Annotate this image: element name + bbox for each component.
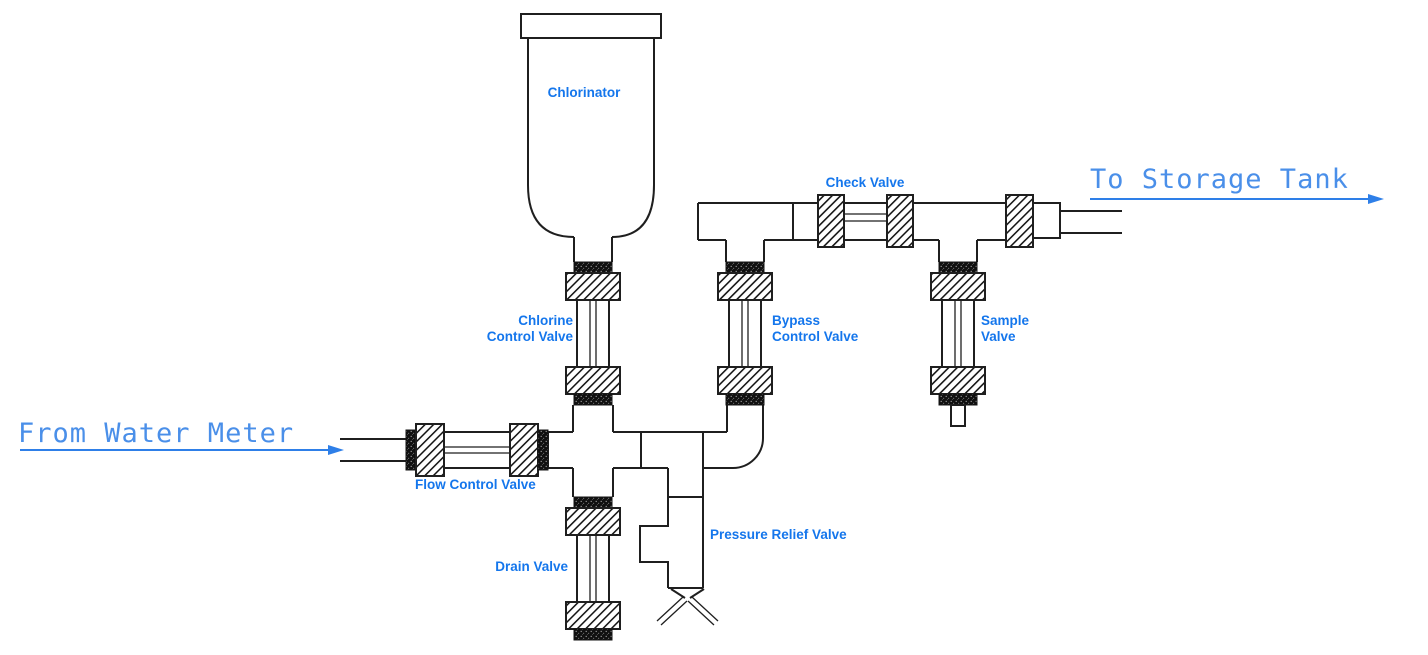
inlet-flow-arrow: [20, 445, 344, 455]
relief-spray-lines: [656, 596, 719, 626]
bottom-pipe-run: [641, 405, 764, 498]
flow-control-valve-symbol: [405, 423, 549, 477]
drain-valve-symbol: [565, 496, 621, 641]
label-drain-valve: Drain Valve: [495, 559, 568, 574]
annotation-to-storage-tank: To Storage Tank: [1090, 164, 1349, 195]
bypass-tee-branch: [725, 240, 765, 262]
inlet-pipe: [340, 438, 406, 462]
label-chlorine-control-valve: Chlorine Control Valve: [420, 313, 573, 345]
chlorinator-tank: [520, 13, 662, 262]
union-coupling: [1005, 194, 1061, 248]
label-sample-valve: Sample Valve: [981, 313, 1029, 345]
top-pipe-run: [697, 202, 1006, 262]
pressure-relief-valve-symbol: [639, 497, 719, 626]
bypass-control-valve-symbol: [717, 261, 773, 406]
tank-outlet-stub: [573, 237, 613, 262]
label-pressure-relief-valve: Pressure Relief Valve: [710, 527, 847, 542]
annotation-from-water-meter: From Water Meter: [18, 418, 295, 449]
bypass-elbow: [732, 405, 764, 469]
label-bypass-control-valve: Bypass Control Valve: [772, 313, 858, 345]
label-line: Control Valve: [772, 329, 859, 344]
outlet-flow-arrow: [1090, 194, 1384, 204]
label-line: Sample: [981, 313, 1030, 328]
outlet-pipe: [1060, 210, 1122, 234]
label-line: Valve: [981, 329, 1016, 344]
chlorine-control-valve-symbol: [565, 261, 621, 406]
sample-tee-branch: [938, 240, 978, 262]
label-line: Control Valve: [486, 329, 573, 344]
check-valve-symbol: [817, 194, 914, 248]
sample-valve-symbol: [930, 261, 986, 427]
label-line: Chlorine: [518, 313, 573, 328]
label-chlorinator: Chlorinator: [547, 85, 621, 100]
tank-lid: [520, 13, 662, 39]
label-flow-control-valve: Flow Control Valve: [415, 477, 536, 492]
label-check-valve: Check Valve: [825, 175, 905, 190]
relief-discharge-funnel: [670, 588, 705, 599]
label-line: Bypass: [772, 313, 821, 328]
sample-outlet-stub: [950, 404, 966, 427]
cross-fitting: [547, 405, 642, 497]
